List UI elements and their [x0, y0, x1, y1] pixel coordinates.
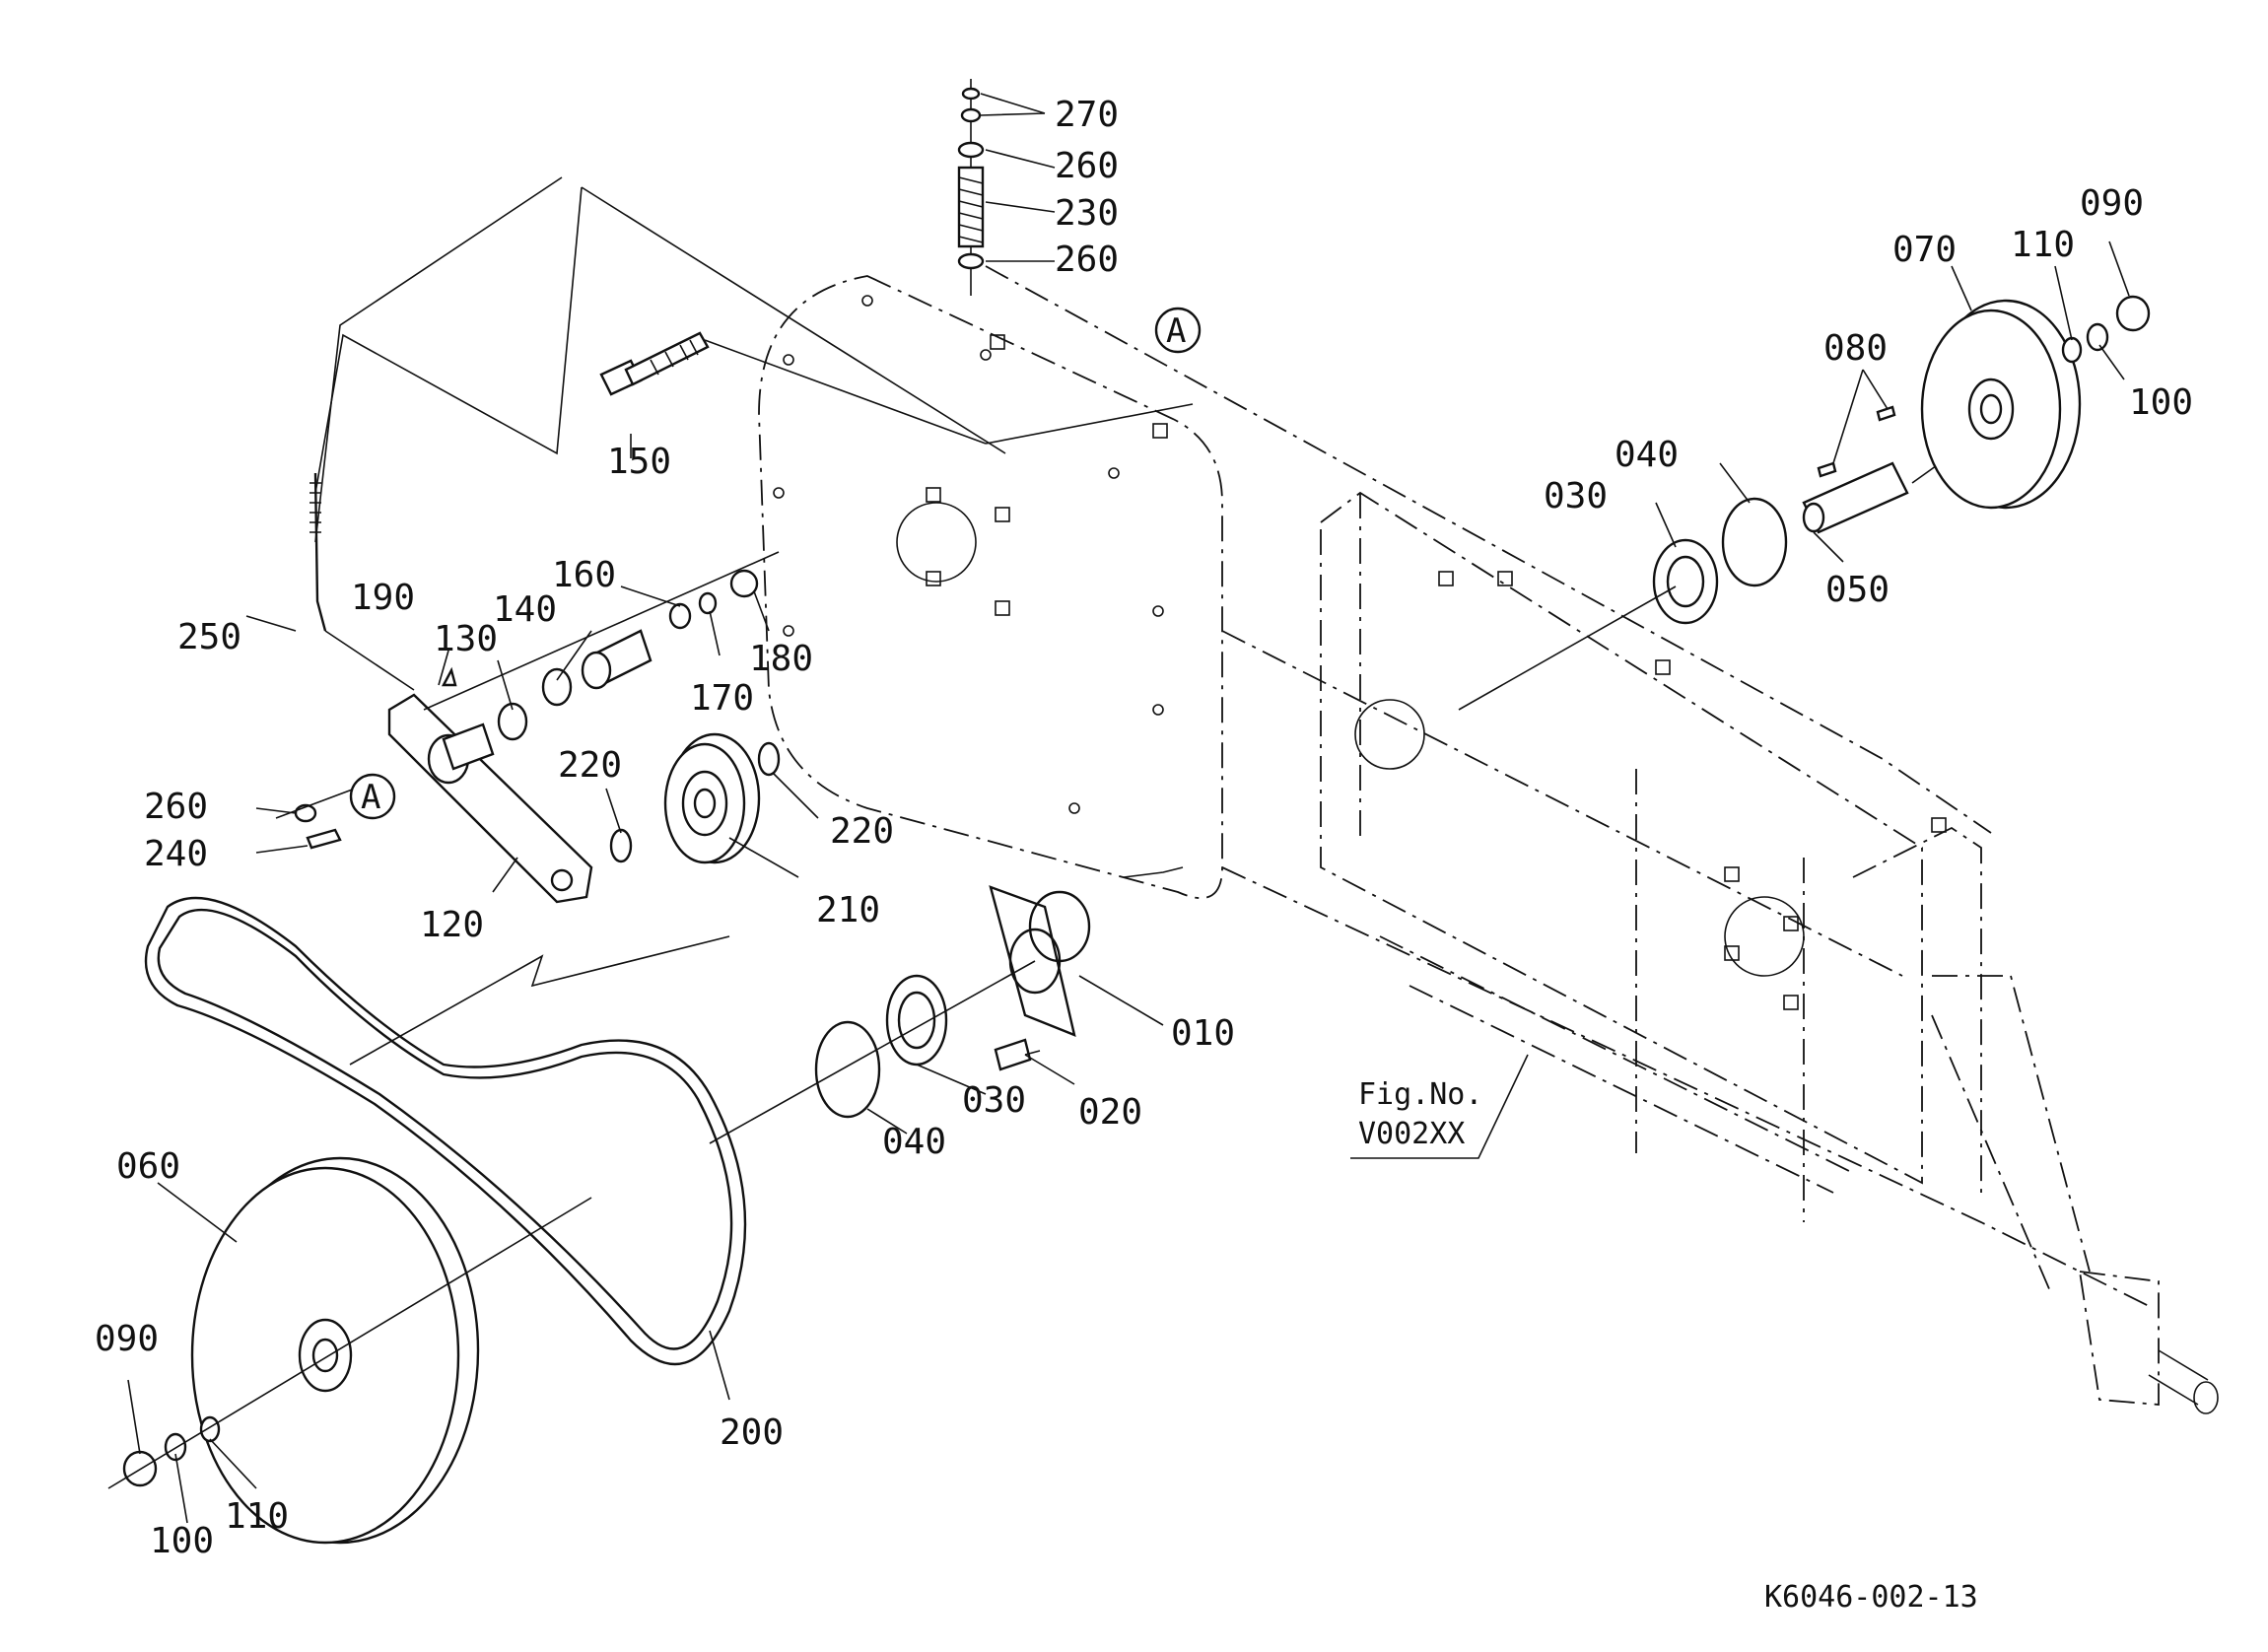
- frame-housing: [758, 265, 2219, 1414]
- reference-leader-lines: [314, 176, 1194, 1066]
- callout-040: 040: [1615, 435, 1679, 475]
- callout-030: 030: [962, 1080, 1026, 1121]
- detail-marker-lower-text: A: [361, 778, 380, 817]
- callout-130: 130: [434, 619, 498, 659]
- callout-190: 190: [351, 578, 415, 618]
- bolt-150: [599, 331, 987, 458]
- callout-210: 210: [816, 890, 880, 930]
- callout-020: 020: [1078, 1092, 1142, 1133]
- callout-270: 270: [1055, 95, 1119, 135]
- callout-260: 260: [144, 787, 208, 827]
- spring-stack: [957, 79, 1056, 296]
- callout-090: 090: [95, 1319, 159, 1359]
- callout-200: 200: [720, 1412, 784, 1453]
- shaft-assembly-upper: [1458, 405, 1982, 711]
- callout-080: 080: [1823, 328, 1888, 369]
- callout-040: 040: [882, 1122, 946, 1162]
- bearing-flange-010: [709, 885, 1091, 1144]
- pulley-070: [1920, 295, 2151, 510]
- figure-ref-label: Fig.No.: [1358, 1077, 1482, 1112]
- callout-150: 150: [607, 442, 671, 482]
- pulley-060: [107, 1156, 592, 1545]
- idler-arm-assembly: [275, 551, 780, 904]
- callout-220: 220: [830, 811, 894, 852]
- callout-260: 260: [1055, 240, 1119, 280]
- callout-120: 120: [420, 905, 484, 945]
- rod-250: [309, 472, 415, 691]
- callout-250: 250: [177, 617, 241, 657]
- callout-230: 230: [1055, 193, 1119, 234]
- detail-marker-upper-text: A: [1166, 311, 1186, 351]
- callout-100: 100: [150, 1521, 214, 1561]
- detail-marker-lower: A: [349, 773, 396, 820]
- callout-100: 100: [2129, 382, 2193, 423]
- callout-180: 180: [749, 639, 813, 679]
- callout-110: 110: [225, 1496, 289, 1537]
- callout-leaders: [127, 241, 2130, 1524]
- callout-050: 050: [1825, 570, 1890, 610]
- callout-240: 240: [144, 834, 208, 874]
- callout-110: 110: [2011, 225, 2075, 265]
- callout-070: 070: [1892, 230, 1957, 270]
- callout-170: 170: [690, 678, 754, 719]
- figure-ref-code: V002XX: [1358, 1117, 1465, 1151]
- callout-160: 160: [552, 555, 616, 595]
- detail-marker-upper: A: [1154, 307, 1202, 354]
- idler-pulley-210: [609, 732, 781, 864]
- v-belt-200: [144, 896, 747, 1366]
- callout-060: 060: [116, 1146, 180, 1187]
- callout-labels: 270 260 230 260 150 250 190 130 140 160 …: [95, 95, 2193, 1561]
- figure-code: K6046-002-13: [1764, 1580, 1978, 1615]
- callout-090: 090: [2080, 183, 2144, 224]
- callout-010: 010: [1171, 1013, 1235, 1054]
- figure-reference-tag: Fig.No. V002XX: [1350, 1054, 1529, 1159]
- callout-030: 030: [1544, 476, 1608, 516]
- callout-220: 220: [558, 745, 622, 786]
- callout-260: 260: [1055, 146, 1119, 186]
- callout-140: 140: [493, 589, 557, 630]
